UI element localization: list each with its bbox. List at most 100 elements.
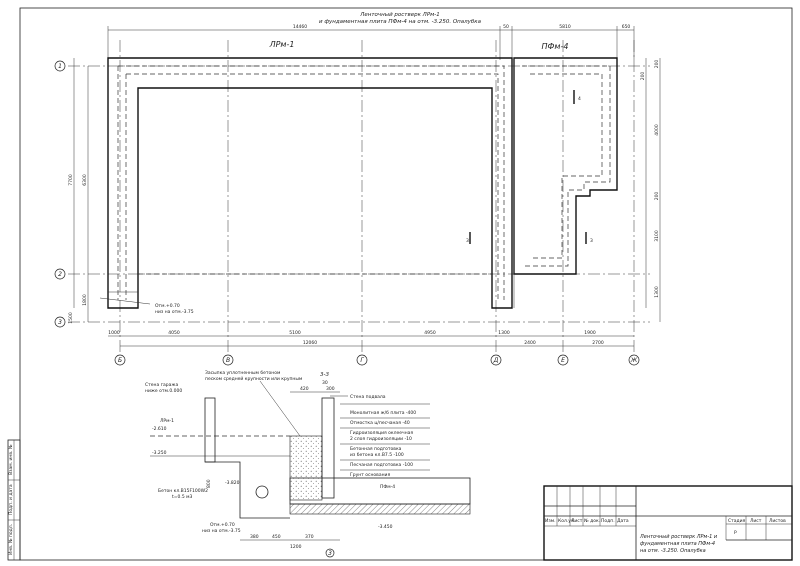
plan-pipe-note: Отм.+0.70 низ на отм.-3.75 (99, 297, 194, 315)
section-label-lrm1: ЛРм-1 (160, 418, 174, 424)
svg-text:Г: Г (360, 357, 364, 364)
svg-text:Д: Д (493, 357, 499, 364)
dim-top-4: 650 (622, 24, 631, 30)
strip-foundation-lrm1 (107, 57, 513, 309)
axis-col-v: В (222, 354, 234, 366)
level-1: -2.610 (152, 426, 167, 432)
stamp-desc-3: на отм. -3.250. Опалубка (640, 548, 706, 554)
stamp-col-data: Дата (617, 518, 629, 524)
layer-list: Монолитная ж/б плита -400 Отмостка ц/пес… (340, 403, 430, 478)
side-strip-1: Инв. № подл. (8, 524, 14, 555)
svg-text:Е: Е (561, 357, 565, 364)
pipe-low: низ на отм.-3.75 (202, 528, 241, 534)
drain-pipe (255, 485, 269, 499)
section-cut-right: 3 (585, 232, 593, 244)
dim-370: 370 (305, 534, 314, 540)
section-title: 3-3 (320, 372, 329, 378)
plan-title-1: Ленточный ростверк ЛРм-1 (359, 12, 440, 18)
axis-col-zh: Ж (628, 354, 640, 366)
dim-left-2: 6300 (82, 174, 88, 186)
stamp-col-ndok: № док. (584, 518, 600, 524)
layer-4: Бетонная подготовка (350, 446, 402, 452)
dim-bottom-9: 2700 (592, 340, 604, 346)
dim-left-3: 1800 (82, 294, 88, 306)
layer-0: Монолитная ж/б плита -400 (350, 410, 416, 416)
dim-top-3: 5810 (559, 24, 571, 30)
dim-bottom-6: 1300 (498, 330, 510, 336)
dim-right-1: 200 (654, 60, 660, 69)
stamp-desc-2: фундаментная плита ПФм-4 (640, 541, 715, 547)
foundation-slab-pfm4 (513, 57, 618, 308)
sheet-frame (19, 7, 793, 561)
side-strip-3: Взам. инв. № (8, 444, 14, 475)
right-dimensions: 200 200 4000 200 3100 1300 (640, 58, 661, 322)
stamp-stage-value: Р (734, 530, 737, 536)
pipe-note-1: Бетон кл.B15F100W2 (158, 488, 208, 494)
stamp-sheet-header: Лист (750, 518, 762, 524)
grid-axes-vertical (119, 40, 635, 352)
dim-right-5: 3100 (654, 230, 660, 242)
section-label-pfm4: ПФм-4 (380, 484, 395, 490)
axis-row-2: 2 (54, 268, 66, 280)
svg-text:3: 3 (590, 238, 593, 244)
left-dimensions: 7700 6300 1800 1500 (68, 58, 89, 324)
layer-3: 2 слоя гидроизоляции -10 (350, 436, 412, 442)
pipe-mark: Отм.+0.70 (210, 522, 235, 528)
dim-bottom-7: 2400 (524, 340, 536, 346)
title-block: Изм. Кол.уч. Лист № док. Подп. Дата Стад… (543, 485, 793, 561)
axis-marker-4: 4 (573, 90, 581, 104)
dim-right-3: 4000 (654, 124, 660, 136)
dim-bottom-8: 1900 (584, 330, 596, 336)
dim-420: 420 (300, 386, 309, 392)
stamp-desc-1: Ленточный ростверк ЛРм-1 и (639, 534, 718, 540)
dim-left-4: 1500 (68, 312, 74, 324)
dim-bottom-2: 4050 (168, 330, 180, 336)
plan-title-2: и фундаментная плита ПФм-4 на отм. -3.25… (319, 19, 482, 25)
layer-2: Гидроизоляция оклеечная (350, 430, 413, 436)
axis-col-e: Е (557, 354, 569, 366)
dim-right-2: 200 (640, 72, 646, 81)
svg-text:1: 1 (58, 63, 62, 70)
side-strip: Инв. № подл. Подп. и дата Взам. инв. № (7, 439, 21, 561)
wall-ext-1: Стена гаража (145, 382, 178, 388)
section-detail: 3-3 Засыпка уплотненным бетоном песком с… (145, 370, 471, 558)
section-cut-left: 3 (466, 232, 471, 244)
svg-text:4: 4 (578, 96, 581, 102)
svg-text:3: 3 (466, 238, 469, 244)
dim-bottom-4: 12060 (303, 340, 317, 346)
svg-text:3: 3 (328, 550, 332, 557)
callout-fill-1: Засыпка уплотненным бетоном (205, 370, 280, 376)
dim-30: 30 (322, 380, 328, 386)
axis-row-3: 3 (54, 316, 66, 328)
dim-380: 380 (250, 534, 259, 540)
dim-800: 800 (206, 479, 212, 488)
level-3: -3.820 (225, 480, 240, 486)
dim-1200: 1200 (290, 544, 302, 550)
dim-300: 300 (326, 386, 335, 392)
label-lrm1: ЛРм-1 (269, 40, 295, 49)
level-2: -3.250 (152, 450, 167, 456)
grid-axes-horizontal (68, 65, 650, 323)
layer-1: Отмостка ц/песчаная -40 (350, 420, 410, 426)
dim-bottom-5: 4950 (424, 330, 436, 336)
side-strip-2: Подп. и дата (8, 484, 14, 515)
layer-5: из бетона кл.B7.5 -100 (350, 452, 404, 458)
dim-450: 450 (272, 534, 281, 540)
wall-ext-2: ниже отм.0.000 (145, 388, 182, 394)
dim-top-2: 50 (503, 24, 509, 30)
stamp-col-podp: Подп. (601, 518, 615, 524)
axis-col-b: Б (114, 354, 126, 366)
stamp-col-list: Лист (571, 518, 583, 524)
axis-row-1: 1 (54, 60, 66, 72)
label-pfm4: ПФм-4 (542, 42, 569, 51)
stamp-col-koluch: Кол.уч. (558, 518, 575, 524)
stamp-col-izm: Изм. (545, 518, 556, 524)
dim-left-1: 7700 (68, 174, 74, 186)
svg-text:2: 2 (58, 271, 62, 278)
layer-6: Песчаная подготовка -100 (350, 462, 413, 468)
svg-text:Ж: Ж (630, 357, 638, 364)
pipe-note-2: t=0.5 м3 (172, 494, 193, 500)
stamp-sheets-header: Листов (769, 518, 786, 524)
dim-right-6: 1300 (654, 286, 660, 298)
